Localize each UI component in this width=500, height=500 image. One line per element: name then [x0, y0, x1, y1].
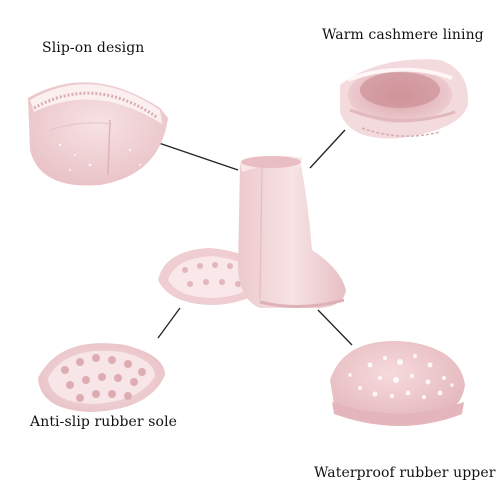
leader-line-slip-on [149, 139, 239, 171]
feature-label-slip-on: Slip-on design [42, 40, 145, 56]
leader-line-lining [309, 129, 346, 169]
feature-label-lining: Warm cashmere lining [322, 27, 484, 43]
boot-pair-image [158, 155, 346, 308]
upper-detail-image [330, 341, 465, 426]
collar-detail-image [28, 82, 168, 186]
feature-label-upper: Waterproof rubber upper [314, 465, 496, 481]
sole-detail-image [38, 343, 165, 412]
feature-label-sole: Anti-slip rubber sole [30, 414, 178, 430]
lining-detail-image [340, 59, 469, 139]
leader-line-upper [317, 309, 353, 346]
leader-lines [149, 129, 353, 346]
leader-line-sole [157, 307, 181, 339]
